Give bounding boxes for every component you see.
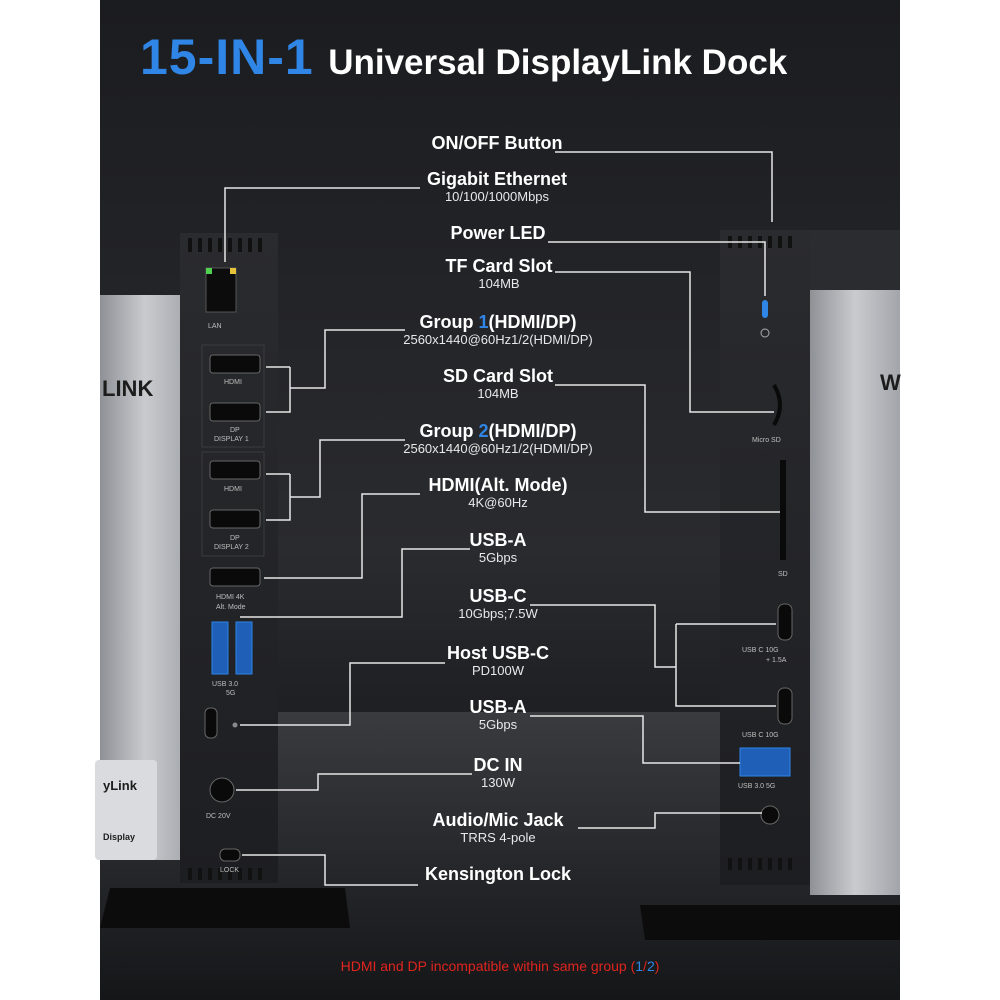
callout-usb-a-left: USB-A 5Gbps bbox=[469, 530, 527, 565]
title-text: Universal DisplayLink Dock bbox=[328, 43, 788, 82]
callout-dc-in: DC IN 130W bbox=[473, 755, 523, 790]
host-usbc-port bbox=[204, 707, 218, 739]
callout-usb-a-right: USB-A 5Gbps bbox=[469, 697, 527, 732]
callout-hdmi-alt-mode: HDMI(Alt. Mode) 4K@60Hz bbox=[428, 475, 568, 510]
audio-jack bbox=[760, 805, 780, 825]
callout-gigabit-ethernet: Gigabit Ethernet 10/100/1000Mbps bbox=[426, 169, 568, 204]
svg-text:DC 20V: DC 20V bbox=[206, 813, 231, 820]
left-dock: LINK yLink Display LAN HDMI bbox=[95, 233, 350, 928]
callout-on-off-button: ON/OFF Button bbox=[431, 133, 563, 153]
group2-frame bbox=[201, 451, 265, 557]
title-highlight: 15-IN-1 bbox=[140, 29, 314, 85]
svg-text:USB 3.0: USB 3.0 bbox=[212, 681, 238, 688]
svg-text:Micro SD: Micro SD bbox=[752, 437, 781, 444]
left-dock-stand bbox=[100, 888, 350, 928]
left-dock-badge-plate bbox=[95, 760, 157, 860]
svg-text:5G: 5G bbox=[226, 690, 235, 697]
right-dock-brand: W bbox=[880, 370, 901, 395]
right-dock-stand bbox=[640, 905, 900, 940]
dc-in-port bbox=[209, 777, 235, 803]
left-dock-brand: LINK bbox=[102, 376, 153, 401]
callout-group-1: Group 1(HDMI/DP) 2560x1440@60Hz1/2(HDMI/… bbox=[403, 312, 593, 347]
svg-text:DP: DP bbox=[230, 427, 240, 434]
callout-power-led: Power LED bbox=[450, 223, 546, 243]
svg-text:LOCK: LOCK bbox=[220, 867, 239, 874]
svg-text:HDMI: HDMI bbox=[224, 486, 242, 493]
group1-frame bbox=[201, 344, 265, 448]
svg-text:USB C 10G: USB C 10G bbox=[742, 732, 779, 739]
svg-text:DISPLAY 2: DISPLAY 2 bbox=[214, 544, 249, 551]
svg-text:+ 1.5A: + 1.5A bbox=[766, 657, 787, 664]
callout-usb-c: USB-C 10Gbps;7.5W bbox=[458, 586, 538, 621]
footer-note: HDMI and DP incompatible within same gro… bbox=[340, 958, 660, 974]
hdmi1-port bbox=[209, 354, 261, 374]
usb-a-port-1 bbox=[211, 621, 229, 675]
hdmi-alt-port bbox=[209, 567, 261, 587]
left-dock-badge-sub: Display bbox=[103, 832, 135, 842]
dp1-port bbox=[209, 402, 261, 422]
callout-audio-mic-jack: Audio/Mic Jack TRRS 4-pole bbox=[432, 810, 564, 845]
svg-text:DISPLAY 1: DISPLAY 1 bbox=[214, 436, 249, 443]
dp2-port bbox=[209, 509, 261, 529]
callout-sd-card-slot: SD Card Slot 104MB bbox=[442, 366, 554, 401]
kensington-slot bbox=[219, 848, 241, 862]
page-title: 15-IN-1 Universal DisplayLink Dock bbox=[140, 28, 787, 86]
callout-host-usb-c: Host USB-C PD100W bbox=[447, 643, 549, 678]
usbc-port-1 bbox=[777, 603, 793, 641]
callout-tf-card-slot: TF Card Slot 104MB bbox=[445, 256, 553, 291]
svg-text:DP: DP bbox=[230, 535, 240, 542]
usb-a-port-2 bbox=[235, 621, 253, 675]
svg-text:USB 3.0 5G: USB 3.0 5G bbox=[738, 783, 775, 790]
svg-text:Alt. Mode: Alt. Mode bbox=[216, 604, 246, 611]
usbc-port-2 bbox=[777, 687, 793, 725]
svg-text:HDMI 4K: HDMI 4K bbox=[216, 594, 245, 601]
lan-port bbox=[205, 267, 237, 313]
left-dock-badge: yLink bbox=[103, 778, 138, 793]
power-led bbox=[762, 300, 768, 318]
left-margin bbox=[0, 0, 100, 1000]
tf-card-slot bbox=[772, 383, 782, 427]
right-dock: W Micro SD SD USB C 10G + 1.5A bbox=[640, 230, 901, 940]
left-dock-vents bbox=[188, 238, 262, 880]
svg-text:HDMI: HDMI bbox=[224, 379, 242, 386]
callout-kensington-lock: Kensington Lock bbox=[424, 864, 572, 884]
right-margin bbox=[900, 0, 1000, 1000]
callout-group-2: Group 2(HDMI/DP) 2560x1440@60Hz1/2(HDMI/… bbox=[403, 421, 593, 456]
leader-lines bbox=[224, 151, 780, 886]
left-dock-port-panel bbox=[180, 233, 278, 883]
hdmi2-port bbox=[209, 460, 261, 480]
svg-text:SD: SD bbox=[778, 571, 788, 578]
svg-text:USB C 10G: USB C 10G bbox=[742, 647, 779, 654]
right-dock-side bbox=[810, 290, 900, 895]
usb-a-port-right bbox=[739, 747, 791, 777]
power-button bbox=[760, 328, 770, 338]
lan-label: LAN bbox=[208, 323, 222, 330]
sd-card-slot bbox=[780, 460, 786, 560]
